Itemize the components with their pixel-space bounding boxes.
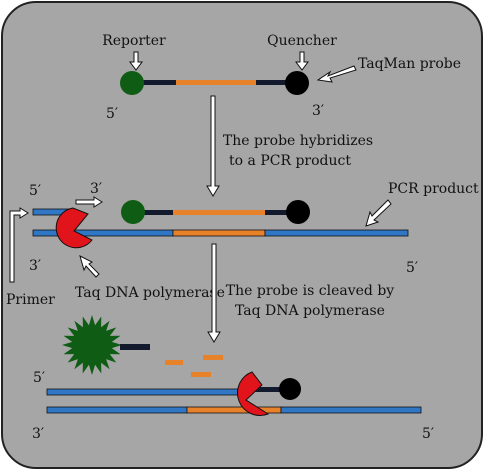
probe-five-prime: 5′ <box>106 106 118 122</box>
hyb-probe-dark-right <box>265 210 297 215</box>
remaining-probe-piece <box>250 387 290 392</box>
quencher-arrow <box>295 51 309 71</box>
hybridized-complex <box>32 200 409 249</box>
extended-five-prime: 5′ <box>33 370 45 386</box>
polymerase-label-1: Taq DNA polymerase <box>75 285 225 301</box>
quencher-label: Quencher <box>267 33 337 49</box>
probe-fragment-3 <box>191 372 211 377</box>
quencher-dye <box>285 71 309 95</box>
bottom-five-prime: 5′ <box>422 426 434 442</box>
primer-three-prime: 3′ <box>90 181 102 197</box>
step2-down-arrow <box>207 243 221 343</box>
taq-polymerase-1 <box>55 207 93 249</box>
pcr-template-strand-right <box>264 229 409 237</box>
pcr-template-strand-left <box>32 229 174 237</box>
pcr-product-label: PCR product <box>388 181 479 197</box>
probe-fragment-2 <box>203 355 223 360</box>
template-five-prime: 5′ <box>406 260 418 276</box>
reporter-label: Reporter <box>102 33 166 49</box>
hyb-probe-orange <box>173 210 265 215</box>
primer-label: Primer <box>6 292 55 308</box>
hybridize-text-2: to a PCR product <box>229 153 351 169</box>
polymerase-arrow <box>79 255 100 278</box>
bottom-three-prime: 3′ <box>32 426 44 442</box>
cleave-text-1: The probe is cleaved by <box>226 283 395 299</box>
primer-five-prime: 5′ <box>29 183 41 199</box>
taq-polymerase-2 <box>237 371 270 416</box>
template-bottom-orange <box>186 406 282 414</box>
hyb-probe-dark-left <box>135 210 173 215</box>
probe-fragment-1 <box>165 360 183 365</box>
template-three-prime: 3′ <box>29 258 41 274</box>
pcr-template-strand-orange <box>172 229 266 237</box>
reporter-arrow <box>129 51 143 71</box>
hybridize-text-1: The probe hybridizes <box>223 133 373 149</box>
probe-dark-segment-right <box>256 80 296 85</box>
extended-strand <box>46 388 243 396</box>
hyb-quencher-dye <box>286 200 310 224</box>
released-reporter-tail <box>120 344 150 350</box>
template-bottom-left <box>46 406 188 414</box>
probe-three-prime: 3′ <box>312 103 324 119</box>
taqman-probe-arrow <box>316 65 357 83</box>
probe-dark-segment-left <box>138 80 176 85</box>
cleaved-quencher-dye <box>279 378 301 400</box>
template-bottom-right <box>280 406 422 414</box>
pcr-product-arrow <box>365 199 392 227</box>
taqman-probe-label: TaqMan probe <box>358 56 461 72</box>
probe-orange-segment <box>176 80 256 85</box>
step1-down-arrow <box>206 95 220 197</box>
extension-arrow <box>75 196 103 208</box>
reporter-dye <box>120 71 144 95</box>
released-reporter-starburst <box>62 315 122 375</box>
free-probe <box>120 71 309 95</box>
hyb-reporter-dye <box>121 200 145 224</box>
cleavage-complex <box>46 315 422 416</box>
cleave-text-2: Taq DNA polymerase <box>235 303 385 319</box>
primer-arrow <box>9 207 29 283</box>
